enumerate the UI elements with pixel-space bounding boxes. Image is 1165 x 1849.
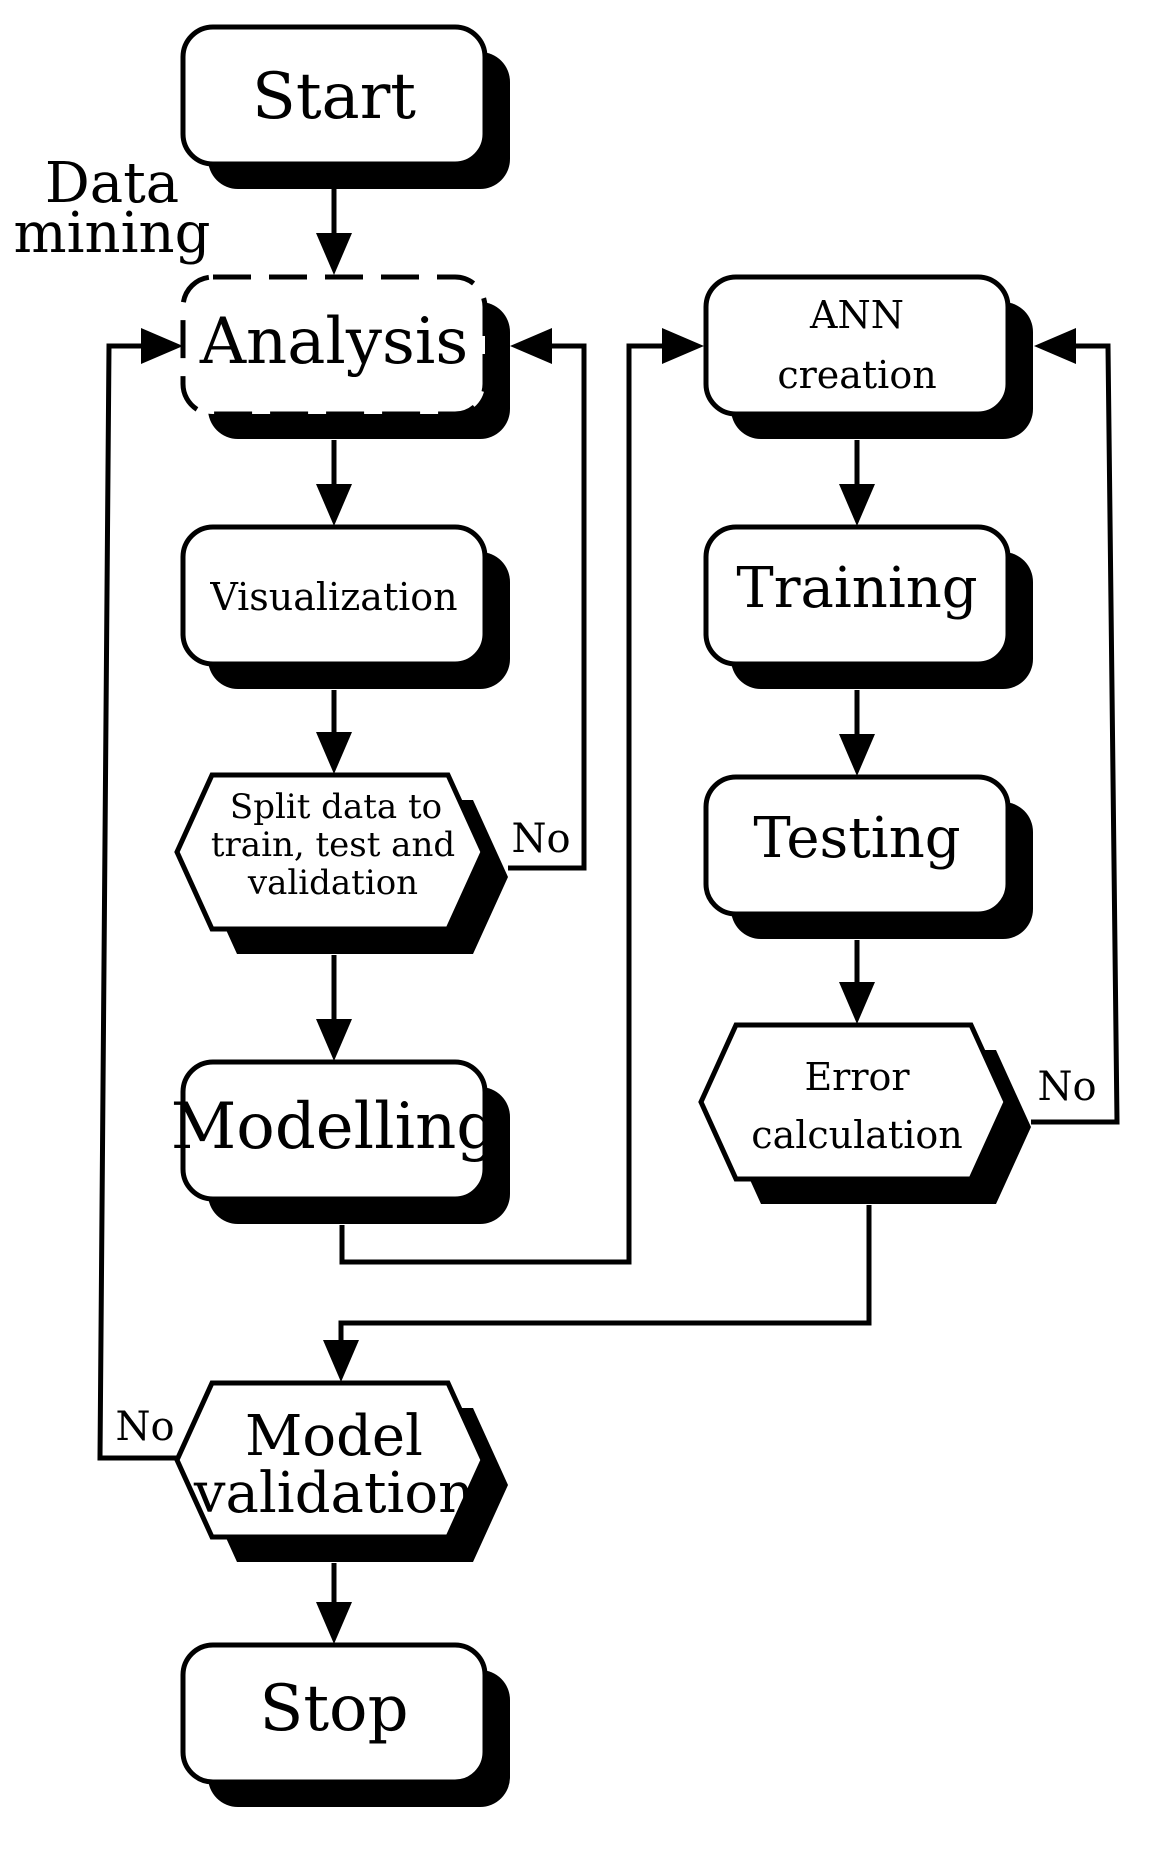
- edge-analysis-to-visualization: [316, 440, 352, 526]
- node-model-validation-decision: Model validation: [174, 1380, 508, 1562]
- edge-error-no-to-ann-creation: [1031, 328, 1120, 1125]
- edge-label-error-no: No: [1037, 1064, 1096, 1110]
- node-modelling-label: Modelling: [171, 1090, 498, 1164]
- edge-error-to-model-validation: [323, 1205, 872, 1382]
- node-visualization-label: Visualization: [209, 575, 457, 619]
- node-error-calculation-label-line-2: calculation: [751, 1113, 962, 1157]
- node-stop-label: Stop: [259, 1672, 408, 1746]
- edge-label-split-no: No: [511, 816, 570, 862]
- node-split-decision: Split data to train, test and validation: [174, 772, 508, 954]
- node-analysis-label: Analysis: [199, 305, 468, 379]
- edge-start-to-analysis: [316, 166, 352, 275]
- data-mining-annotation: Data mining: [14, 151, 211, 266]
- node-error-calculation-label-line-1: Error: [804, 1055, 910, 1099]
- node-visualization: Visualization: [180, 524, 510, 689]
- node-ann-creation-label-line-1: ANN: [809, 293, 904, 337]
- node-training: Training: [703, 524, 1033, 689]
- data-mining-label-line-2: mining: [14, 201, 211, 266]
- edge-testing-to-error-calculation: [839, 940, 875, 1024]
- node-analysis: Analysis: [180, 274, 510, 439]
- edge-validation-to-stop: [316, 1563, 352, 1644]
- node-error-calculation-decision: Error calculation: [698, 1022, 1031, 1204]
- node-ann-creation: ANN creation: [703, 274, 1033, 439]
- node-modelling: Modelling: [171, 1059, 510, 1224]
- node-model-validation-label-line-2: validation: [193, 1461, 474, 1526]
- edge-split-no-to-analysis: [508, 328, 587, 871]
- edge-modelling-to-ann-creation: [339, 328, 704, 1265]
- edge-validation-no-to-analysis: [97, 328, 183, 1461]
- node-split-label-line-2: train, test and: [211, 825, 455, 865]
- edge-visualization-to-split: [316, 690, 352, 774]
- node-testing: Testing: [703, 774, 1033, 939]
- node-split-label-line-3: validation: [247, 863, 418, 903]
- node-model-validation-label-line-1: Model: [245, 1404, 423, 1469]
- edge-training-to-testing: [839, 690, 875, 776]
- edge-split-to-modelling: [316, 955, 352, 1061]
- node-split-label-line-1: Split data to: [230, 787, 442, 827]
- node-start: Start: [180, 24, 510, 189]
- edge-ann-to-training: [839, 440, 875, 526]
- node-stop: Stop: [180, 1642, 510, 1807]
- node-testing-label: Testing: [753, 806, 960, 871]
- node-ann-creation-label-line-2: creation: [777, 353, 936, 397]
- edge-label-validation-no: No: [115, 1404, 174, 1450]
- node-training-label: Training: [736, 556, 977, 621]
- node-start-label: Start: [252, 60, 416, 134]
- data-mining-label-line-1: Data: [45, 151, 179, 216]
